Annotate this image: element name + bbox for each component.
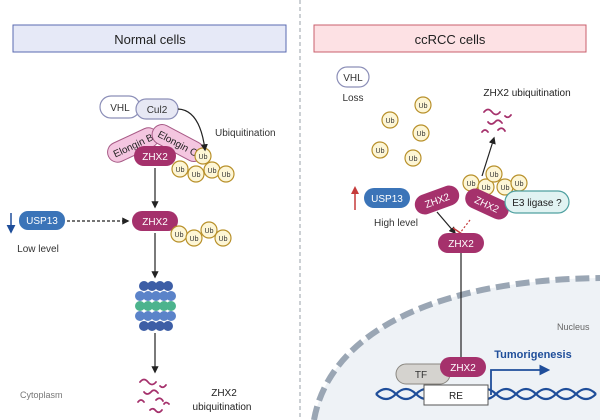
ub-label: Ub (482, 185, 491, 192)
re-label: RE (449, 391, 463, 402)
nuclear-membrane (311, 275, 600, 420)
left-header-title: Normal cells (114, 32, 186, 47)
ub-label: Ub (199, 154, 208, 161)
usp13-up-arrowhead (351, 186, 359, 194)
usp13-node-right (364, 188, 410, 208)
tumorigenesis-label: Tumorigenesis (494, 349, 571, 361)
ub-label: Ub (417, 131, 426, 138)
result-zhx2-label: ZHX2 (211, 388, 237, 399)
result-ubiquitination-label: ubiquitination (193, 402, 252, 413)
zhx2-node-middle (132, 211, 178, 231)
ub-label: Ub (205, 228, 214, 235)
high-level-label: High level (374, 218, 418, 229)
re-element (423, 384, 489, 406)
ub-cluster-middle: Ub Ub Ub Ub (170, 221, 232, 247)
zhx2-node-nucleus (440, 357, 486, 377)
ub-label: Ub (490, 172, 499, 179)
zhx2-label-top: ZHX2 (142, 152, 168, 163)
ub-label: Ub (386, 118, 395, 125)
left-panel: Normal cells VHL Cul2 Elongin B Elongin … (6, 24, 287, 414)
vhl-label-right: VHL (343, 73, 363, 84)
ub-label: Ub (219, 236, 228, 243)
proteasome-icon (135, 281, 176, 331)
inhibition-line (459, 219, 471, 234)
ub-label: Ub (175, 232, 184, 239)
zhx2-label-stable: ZHX2 (448, 239, 474, 250)
zhx2-node-usp13-bound: ZHX2 (414, 185, 460, 215)
ub-label: Ub (467, 181, 476, 188)
ub-label: Ub (192, 172, 201, 179)
zhx2-ubiquitination-label-right: ZHX2 ubiquitination (483, 88, 570, 99)
e3-ligase-node (504, 190, 570, 214)
usp13-node-left (19, 211, 65, 230)
ubiquitination-arrow (177, 108, 208, 152)
degraded-fragments-icon-right (481, 108, 512, 133)
zhx2-node-top (134, 146, 176, 166)
ub-label: Ub (515, 181, 524, 188)
ub-cluster-top: Ub Ub Ub Ub Ub (171, 147, 235, 183)
vhl-label: VHL (110, 103, 130, 114)
ub-label: Ub (409, 156, 418, 163)
usp13-label-right: USP13 (371, 194, 403, 205)
left-header-box (12, 24, 287, 53)
e3-ligase-label: E3 ligase ? (512, 198, 562, 209)
zhx2-label-middle: ZHX2 (142, 217, 168, 228)
cytoplasm-label: Cytoplasm (20, 390, 63, 400)
tumorigenesis-arrow (490, 364, 551, 395)
right-header-box (313, 24, 587, 53)
ub-label: Ub (176, 167, 185, 174)
low-level-label: Low level (17, 244, 59, 255)
right-panel: ccRCC cells Nucleus VHL Loss Ub Ub Ub Ub… (311, 24, 600, 420)
ub-label: Ub (376, 148, 385, 155)
right-header-title: ccRCC cells (415, 32, 486, 47)
zhx2-node-e3-bound: ZHX2 (465, 188, 509, 220)
usp13-label-left: USP13 (26, 216, 58, 227)
ubiquitination-label: Ubiquitination (215, 128, 276, 139)
nucleus-region (314, 278, 600, 420)
loss-label: Loss (342, 93, 363, 104)
ub-label: Ub (419, 103, 428, 110)
ub-label: Ub (501, 185, 510, 192)
tf-label: TF (415, 370, 427, 381)
ub-label: Ub (222, 172, 231, 179)
ub-label: Ub (208, 168, 217, 175)
zhx2-label-nucleus: ZHX2 (450, 363, 476, 374)
vhl-node-right (336, 66, 370, 88)
arrow-to-stable-zhx2 (436, 211, 456, 235)
free-ub-group: Ub Ub Ub Ub Ub (371, 96, 432, 167)
degraded-fragments-icon-left (137, 378, 170, 414)
arrow-to-degradation (481, 136, 496, 177)
ub-label: Ub (190, 236, 199, 243)
zhx2-node-stable (438, 233, 484, 253)
cul2-label: Cul2 (147, 105, 168, 116)
nucleus-label: Nucleus (557, 322, 590, 332)
